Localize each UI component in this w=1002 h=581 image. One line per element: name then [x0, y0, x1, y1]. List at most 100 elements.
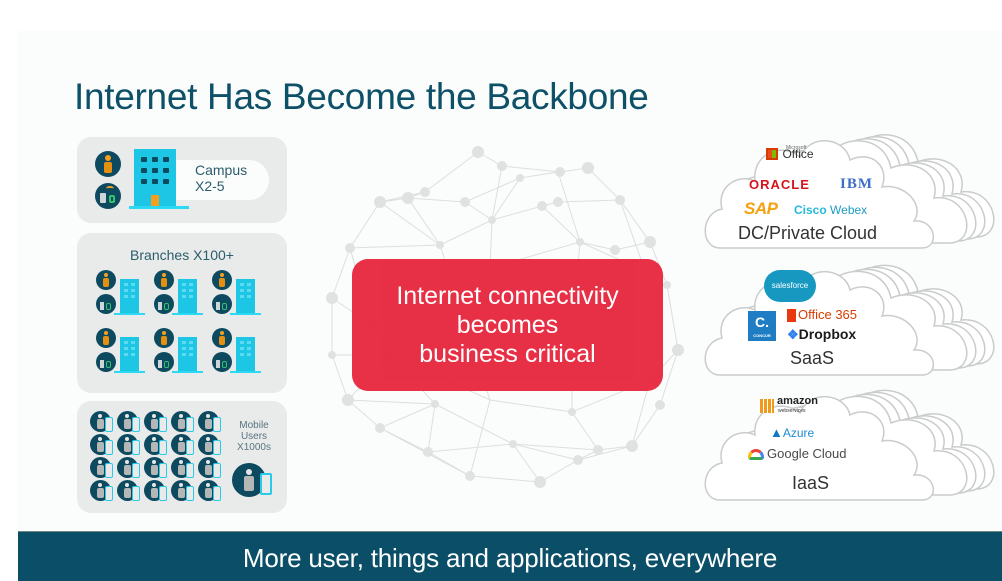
- branch-building-icon: [236, 279, 255, 313]
- webservices-text: webservices: [778, 408, 806, 414]
- branch-site: [154, 328, 210, 378]
- user-icon: [212, 328, 232, 348]
- concur-logo: C. CONCUR: [748, 311, 776, 341]
- microsoft-office-logo: Microsoft Office: [766, 145, 814, 163]
- wireless-devices-icon: [96, 352, 116, 372]
- ibm-logo: IBM: [840, 176, 873, 192]
- cloud-category-label: IaaS: [792, 473, 830, 493]
- office-icon: [766, 147, 778, 160]
- cisco-text: Cisco: [794, 203, 827, 217]
- oracle-logo: ORACLE: [749, 177, 810, 192]
- cloud-category-label: DC/Private Cloud: [738, 223, 878, 243]
- branch-site: [96, 270, 152, 320]
- mobile-user-icon: [144, 457, 171, 479]
- mobile-user-icon: [198, 480, 225, 502]
- wireless-devices-icon: [212, 352, 232, 372]
- callout-line1: Internet connectivity: [396, 281, 619, 310]
- banner-text: More user, things and applications, ever…: [242, 543, 778, 573]
- mobile-label-line2: Users: [240, 431, 268, 442]
- mobile-user-icon: [117, 480, 144, 502]
- branch-site: [96, 328, 152, 378]
- branch-site: [212, 270, 268, 320]
- footer-banner: More user, things and applications, ever…: [18, 531, 1002, 581]
- campus-label-pill: [173, 160, 269, 200]
- callout-text: Internet connectivity becomes business c…: [396, 282, 618, 369]
- office-text: Office: [782, 146, 814, 161]
- campus-building-icon: [134, 149, 176, 206]
- branch-building-icon: [120, 279, 139, 313]
- branch-building-icon: [120, 337, 139, 371]
- mobile-user-icon: [144, 411, 171, 433]
- azure-logo: ▲Azure: [770, 425, 814, 440]
- amazon-text: amazon: [777, 395, 818, 407]
- google-cloud-text: Google Cloud: [767, 446, 847, 461]
- salesforce-logo: salesforce: [764, 270, 816, 302]
- wireless-devices-icon: [96, 294, 116, 314]
- cisco-webex-logo: Cisco Webex: [794, 203, 867, 217]
- phone-icon: [260, 473, 272, 495]
- branch-building-icon: [236, 337, 255, 371]
- azure-icon: ▲: [770, 425, 783, 440]
- mobile-user-icon: [171, 457, 198, 479]
- google-cloud-logo: Google Cloud: [748, 446, 847, 461]
- branch-building-icon: [178, 279, 197, 313]
- user-icon: [154, 328, 174, 348]
- office365-logo: Office 365: [787, 307, 858, 323]
- branch-site: [212, 328, 268, 378]
- user-icon: [154, 270, 174, 290]
- mobile-user-icon: [90, 411, 117, 433]
- cloud-iaas: amazon webservices ▲Azure Google Cloud I…: [700, 375, 1002, 505]
- azure-text: Azure: [782, 426, 815, 440]
- mobile-user-icon: [144, 434, 171, 456]
- user-icon: [212, 270, 232, 290]
- campus-label-line2: X2-5: [195, 178, 225, 194]
- cloud-stack-icon: [704, 389, 995, 501]
- sap-logo: SAP: [744, 199, 778, 218]
- branches-label: Branches X100+: [130, 247, 234, 263]
- wireless-devices-icon: [154, 294, 174, 314]
- mobile-user-icon: [171, 480, 198, 502]
- mobile-user-icon: [117, 434, 144, 456]
- campus-label-line1: Campus: [195, 162, 248, 178]
- mobile-user-icon: [90, 434, 117, 456]
- branches-panel: Branches X100+: [77, 233, 287, 393]
- wireless-devices-icon: [95, 183, 121, 209]
- mobile-user-icon: [90, 457, 117, 479]
- cloud-saas: salesforce C. CONCUR Office 365 ❖Dropbox…: [700, 250, 1002, 380]
- webex-text: Webex: [830, 203, 868, 217]
- concur-mark: C.: [755, 314, 769, 330]
- campus-panel: Campus X2-5: [77, 137, 287, 223]
- user-icon: [96, 328, 116, 348]
- wireless-devices-icon: [154, 352, 174, 372]
- google-cloud-icon: [748, 449, 764, 461]
- mobile-user-icon: [117, 457, 144, 479]
- mobile-user-icon: [144, 480, 171, 502]
- campus-building-base: [129, 206, 189, 209]
- mobile-label-line3: X1000s: [237, 442, 271, 453]
- mobile-user-icon: [198, 434, 225, 456]
- office365-icon: [787, 309, 796, 323]
- cloud-category-label: SaaS: [790, 348, 835, 368]
- cloud-stack-icon: [704, 134, 995, 249]
- dropbox-text: Dropbox: [798, 326, 857, 342]
- wireless-devices-icon: [212, 294, 232, 314]
- mobile-user-icon: [198, 411, 225, 433]
- mobile-label-line1: Mobile: [239, 420, 269, 431]
- mobile-user-icon: [171, 411, 198, 433]
- user-icon: [96, 270, 116, 290]
- mobile-user-icon: [90, 480, 117, 502]
- mobile-users-panel: Mobile Users X1000s: [77, 401, 287, 513]
- office365-text: Office 365: [798, 307, 858, 322]
- aws-icon: [760, 398, 774, 413]
- dropbox-icon: ❖: [787, 327, 799, 342]
- branch-site: [154, 270, 210, 320]
- callout-line2: becomes: [456, 310, 559, 339]
- branch-building-icon: [178, 337, 197, 371]
- mobile-users-label: Mobile Users X1000s: [230, 420, 278, 453]
- mobile-user-icon: [117, 411, 144, 433]
- mobile-user-icon: [171, 434, 198, 456]
- concur-small-text: CONCUR: [753, 333, 771, 338]
- mobile-user-icon: [198, 457, 225, 479]
- slide-title: Internet Has Become the Backbone: [74, 76, 649, 117]
- aws-logo: amazon webservices: [760, 395, 818, 415]
